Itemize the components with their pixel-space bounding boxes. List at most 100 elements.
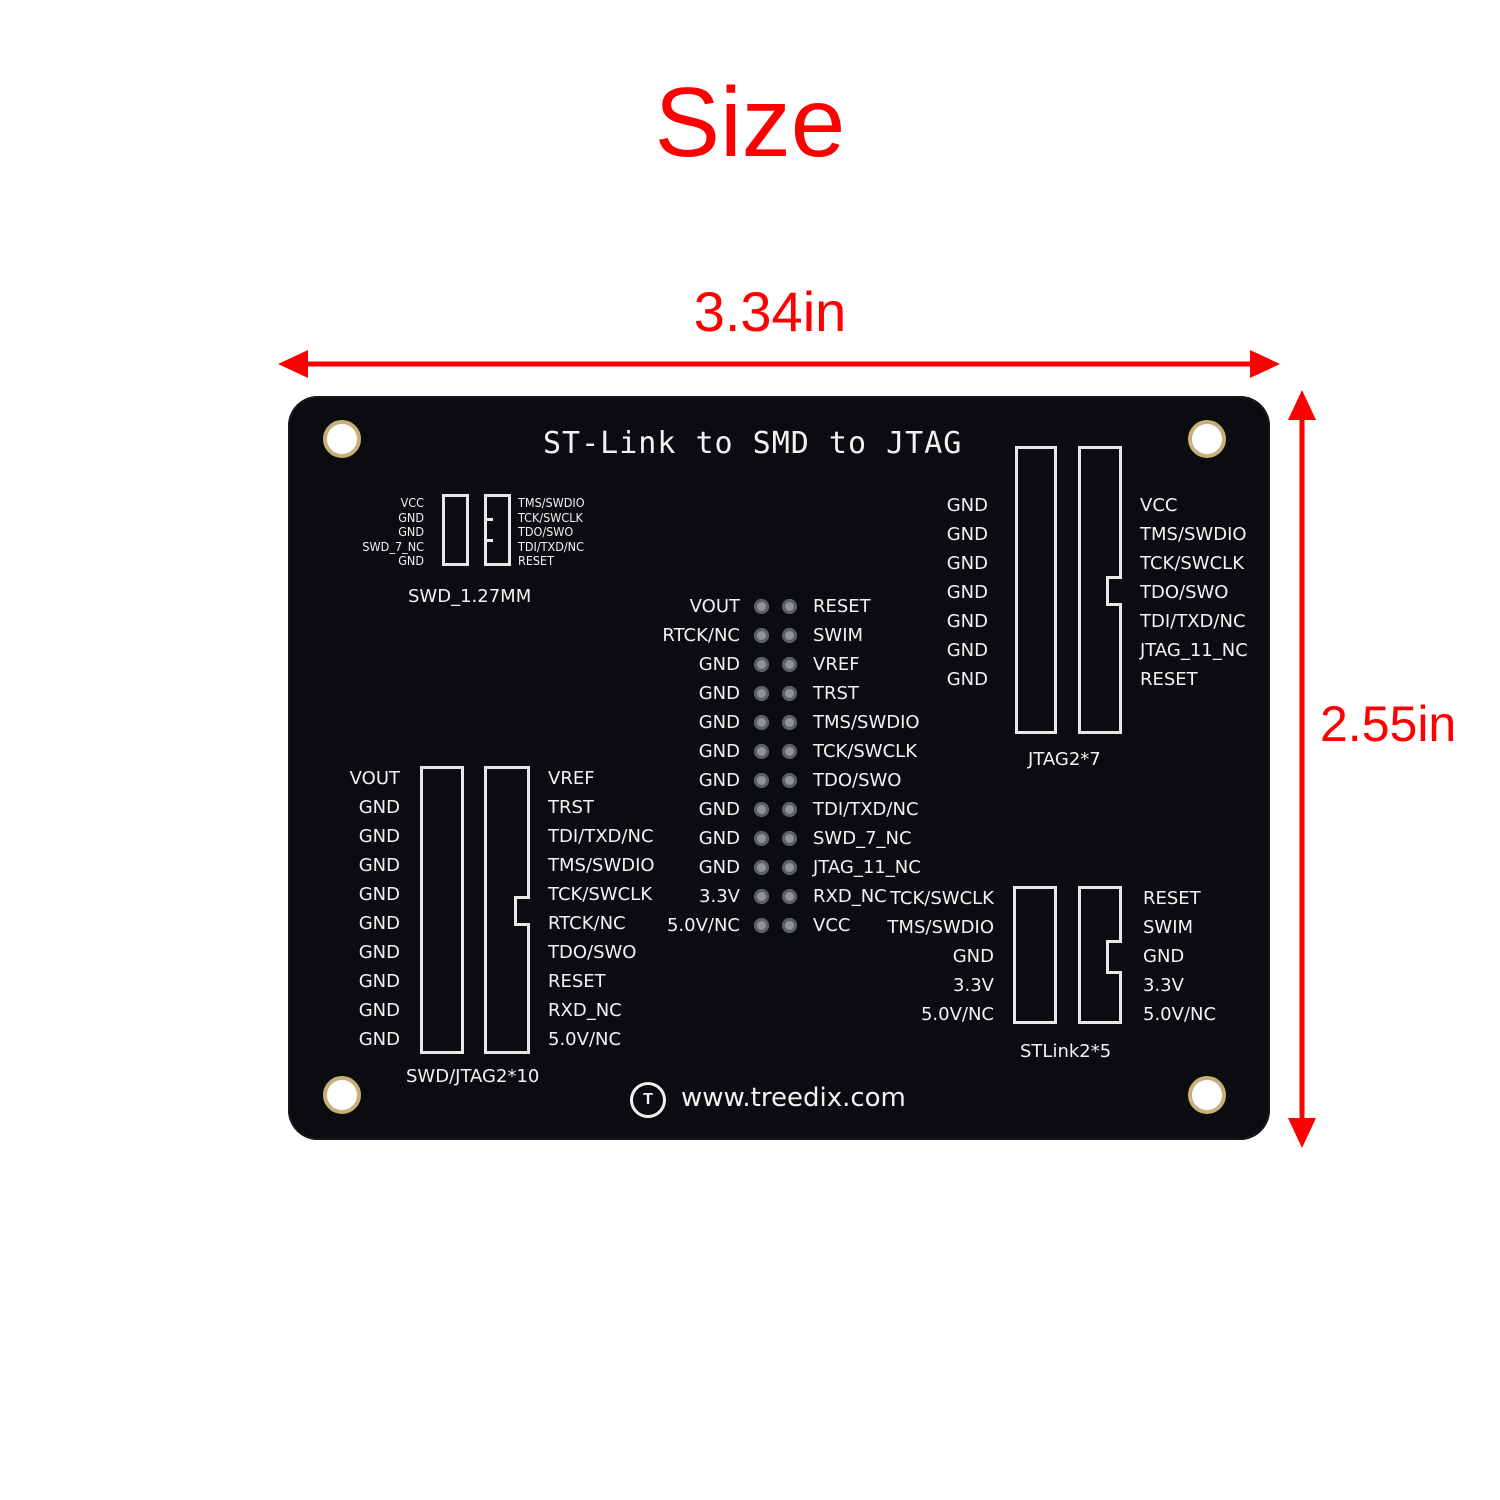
header-pin-via-icon [754, 889, 769, 904]
pin-label: GND [952, 946, 994, 967]
pin-label: VOUT [349, 768, 400, 789]
pin-label: RESET [1140, 669, 1198, 690]
connector-outline [1015, 446, 1057, 734]
pin-label: GND [358, 826, 400, 847]
pin-label: GND [358, 1029, 400, 1050]
jtag-2x7-left-labels: GND GND GND GND GND GND GND [888, 491, 988, 694]
pin-label: TCK/SWCLK [889, 888, 994, 909]
pin-label: GND [946, 553, 988, 574]
pin-label: VCC [400, 495, 424, 510]
jtag-2x7-caption: JTAG2*7 [1028, 749, 1101, 770]
header-pin-via-icon [754, 744, 769, 759]
connector-key-notch [1106, 576, 1122, 606]
pin-label: GND [358, 855, 400, 876]
pin-label: TRST [813, 683, 859, 704]
connector-key-notch [1106, 940, 1122, 974]
pin-label: GND [398, 524, 424, 539]
mounting-hole-icon [323, 420, 361, 458]
board-title: ST-Link to SMD to JTAG [543, 426, 963, 461]
header-pin-via-icon [754, 773, 769, 788]
pin-label: GND [946, 669, 988, 690]
header-pin-via-icon [754, 686, 769, 701]
pin-label: GND [946, 495, 988, 516]
pin-label: TMS/SWDIO [1140, 524, 1247, 545]
header-pin-via-icon [782, 889, 797, 904]
pin-label: SWD_7_NC [362, 538, 424, 554]
pin-label: 3.3V [1143, 975, 1184, 996]
pin-label: SWIM [813, 625, 864, 646]
pin-label: 3.3V [953, 975, 994, 996]
header-pin-via-icon [754, 860, 769, 875]
header-pin-via-icon [782, 860, 797, 875]
pin-label: TMS/SWDIO [813, 712, 920, 733]
pin-label: 5.0V/NC [920, 1004, 994, 1025]
pin-label: JTAG_11_NC [1140, 640, 1248, 661]
header-pin-via-icon [782, 715, 797, 730]
pin-label: TCK/SWCLK [813, 741, 918, 762]
pin-label: GND [1143, 946, 1185, 967]
pin-label: TDI/TXD/NC [518, 538, 584, 554]
pin-label: TCK/SWCLK [518, 509, 583, 525]
pin-label: TMS/SWDIO [548, 855, 655, 876]
pin-label: GND [698, 799, 740, 820]
pin-label: GND [698, 654, 740, 675]
mounting-hole-icon [1188, 420, 1226, 458]
center-right-labels: RESET SWIM VREF TRST TMS/SWDIO TCK/SWCLK… [813, 592, 921, 940]
mounting-hole-icon [323, 1076, 361, 1114]
pin-label: 3.3V [699, 886, 740, 907]
pin-label: TDI/TXD/NC [1140, 611, 1246, 632]
pin-label: TCK/SWCLK [548, 884, 653, 905]
pin-label: GND [358, 884, 400, 905]
pin-label: RESET [813, 596, 871, 617]
pin-label: GND [946, 582, 988, 603]
height-arrow-icon [1288, 390, 1316, 1148]
pin-label: GND [946, 640, 988, 661]
stlink-2x5-caption: STLink2*5 [1020, 1041, 1112, 1062]
connector-outline [420, 766, 464, 1054]
header-pin-via-icon [782, 628, 797, 643]
header-pin-via-icon [782, 599, 797, 614]
pin-label: GND [698, 857, 740, 878]
connector-outline [1013, 886, 1057, 1024]
treedix-logo-icon: T [630, 1082, 666, 1118]
pin-label: TDO/SWO [518, 524, 574, 539]
swd-127-right-labels: TMS/SWDIO TCK/SWCLK TDO/SWO TDI/TXD/NC R… [518, 495, 585, 569]
stlink-2x5-left-labels: TCK/SWCLK TMS/SWDIO GND 3.3V 5.0V/NC [848, 884, 994, 1029]
pin-label: RXD_NC [813, 886, 887, 907]
header-pin-via-icon [782, 831, 797, 846]
pin-label: RXD_NC [548, 1000, 622, 1021]
pin-label: TCK/SWCLK [1140, 553, 1245, 574]
pin-label: GND [398, 553, 424, 568]
jtag-2x7-right-labels: VCC TMS/SWDIO TCK/SWCLK TDO/SWO TDI/TXD/… [1140, 491, 1248, 694]
swd-127-left-labels: VCC GND GND SWD_7_NC GND [328, 495, 424, 569]
pin-label: 5.0V/NC [666, 915, 740, 936]
header-pin-via-icon [754, 715, 769, 730]
pin-label: 5.0V/NC [1143, 1004, 1217, 1025]
mounting-hole-icon [1188, 1076, 1226, 1114]
pin-label: TDI/TXD/NC [548, 826, 654, 847]
pin-label: GND [358, 797, 400, 818]
pin-label: JTAG_11_NC [813, 857, 921, 878]
pin-label: GND [698, 712, 740, 733]
pin-label: GND [398, 509, 424, 525]
size-title: Size [654, 67, 846, 177]
pin-label: GND [946, 611, 988, 632]
header-pin-via-icon [782, 773, 797, 788]
pin-label: TMS/SWDIO [518, 495, 585, 510]
center-left-labels: VOUT RTCK/NC GND GND GND GND GND GND GND… [628, 592, 740, 940]
pin-label: TDO/SWO [1140, 582, 1229, 603]
header-pin-via-icon [782, 657, 797, 672]
pin-label: VCC [1140, 495, 1178, 516]
pin-label: GND [698, 741, 740, 762]
connector-key-notch [484, 518, 493, 542]
width-dimension-label: 3.34in [693, 280, 847, 343]
pin-label: GND [698, 828, 740, 849]
connector-key-notch [514, 896, 530, 926]
pin-label: VREF [548, 768, 595, 789]
header-pin-via-icon [782, 686, 797, 701]
header-pin-via-icon [754, 628, 769, 643]
pcb-board: ST-Link to SMD to JTAG VCC GND GND SWD_7… [288, 396, 1270, 1140]
pin-label: TMS/SWDIO [887, 917, 994, 938]
pin-label: TRST [548, 797, 594, 818]
